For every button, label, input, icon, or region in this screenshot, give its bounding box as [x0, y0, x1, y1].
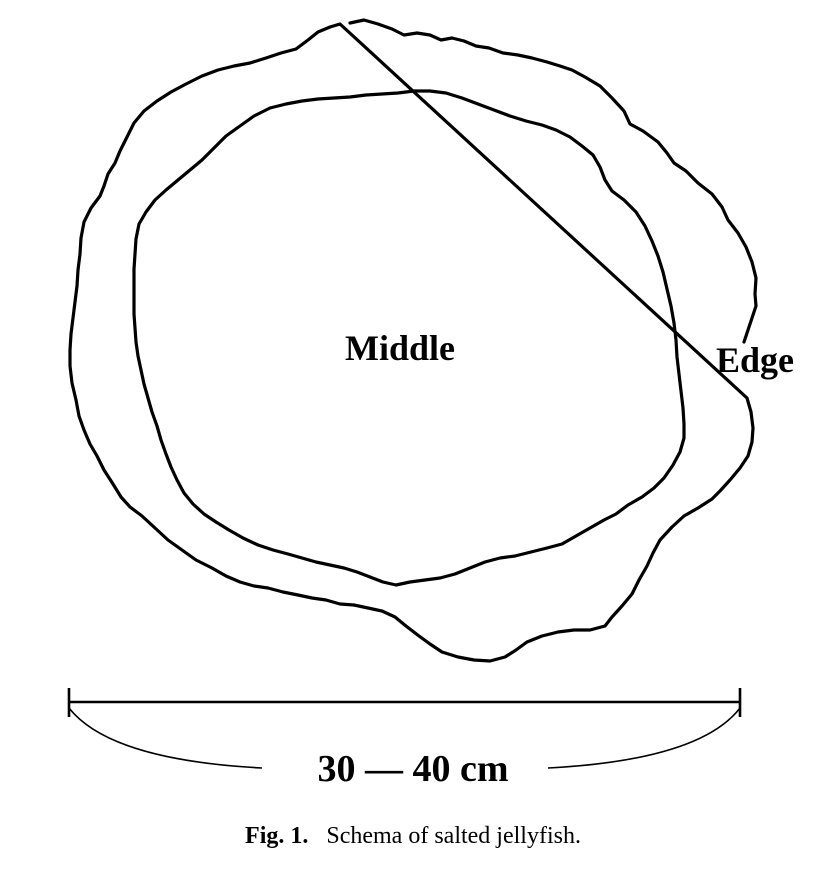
middle-label: Middle	[345, 328, 455, 368]
outer-outline	[68, 18, 758, 663]
edge-label: Edge	[716, 340, 794, 380]
figure-caption: Fig. 1. Schema of salted jellyfish.	[245, 823, 581, 849]
inner-outline	[132, 89, 686, 587]
caption-number: Fig. 1.	[245, 823, 308, 849]
caption-line: Fig. 1. Schema of salted jellyfish.	[245, 823, 581, 849]
scale-brace-left	[68, 707, 263, 769]
scale-bar: 30 — 40 cm	[67, 688, 742, 790]
scale-measurement-label: 30 — 40 cm	[317, 748, 508, 790]
caption-text: Schema of salted jellyfish.	[326, 823, 581, 849]
scale-brace-right	[547, 707, 741, 769]
